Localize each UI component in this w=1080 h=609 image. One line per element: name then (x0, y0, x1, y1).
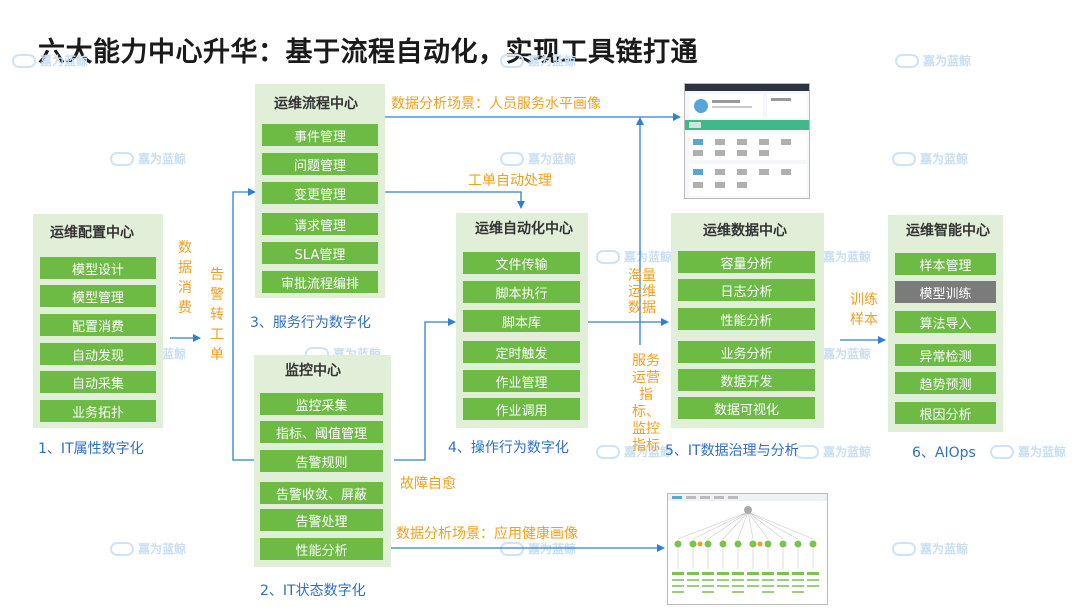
automation-item[interactable]: 文件传输 (463, 252, 580, 274)
monitor-center-title: 监控中心 (285, 363, 341, 379)
arrow-monitor-to-automation (394, 318, 456, 461)
automation-caption: 4、操作行为数字化 (448, 440, 569, 456)
process-item[interactable]: 事件管理 (262, 124, 378, 146)
data-item[interactable]: 日志分析 (678, 279, 815, 301)
ai-center-title: 运维智能中心 (906, 223, 990, 239)
user-portrait-thumbnail (684, 83, 810, 199)
cloud-icon (892, 541, 916, 556)
ai-item-selected[interactable]: 模型训练 (895, 281, 996, 303)
watermark: 嘉为蓝鲸 (12, 52, 88, 69)
cloud-icon (895, 53, 919, 68)
monitor-item[interactable]: 性能分析 (260, 538, 383, 560)
cloud-icon (596, 249, 620, 264)
ai-item[interactable]: 根因分析 (895, 402, 996, 424)
watermark: 嘉为蓝鲸 (596, 248, 672, 265)
data-caption: 5、IT数据治理与分析 (665, 443, 799, 459)
watermark: 嘉为蓝鲸 (110, 150, 186, 167)
monitor-item[interactable]: 告警收敛、屏蔽 (260, 482, 383, 504)
watermark: 嘉为蓝鲸 (596, 443, 672, 460)
process-item[interactable]: 变更管理 (262, 182, 378, 204)
app-health-thumbnail (667, 493, 828, 605)
cloud-icon (12, 53, 36, 68)
ai-item[interactable]: 算法导入 (895, 311, 996, 333)
cloud-icon (110, 541, 134, 556)
data-item[interactable]: 数据可视化 (678, 397, 815, 419)
ai-item[interactable]: 趋势预测 (895, 372, 996, 394)
config-item[interactable]: 模型设计 (40, 257, 156, 279)
topology-thumbnail-image (668, 494, 827, 604)
monitor-item[interactable]: 告警处理 (260, 509, 383, 531)
monitor-item[interactable]: 告警规则 (260, 450, 383, 472)
automation-item[interactable]: 作业调用 (463, 398, 580, 420)
page-title: 六大能力中心升华：基于流程自动化，实现工具链打通 (38, 37, 698, 68)
automation-item[interactable]: 脚本库 (463, 310, 580, 332)
ticket-auto-label: 工单自动处理 (468, 173, 552, 189)
process-item[interactable]: 请求管理 (262, 213, 378, 235)
cloud-icon (110, 151, 134, 166)
data-item[interactable]: 业务分析 (678, 341, 815, 363)
watermark: 嘉为蓝鲸 (892, 150, 968, 167)
config-item[interactable]: 自动采集 (40, 371, 156, 393)
config-center-title: 运维配置中心 (50, 225, 134, 241)
fault-self-heal-label: 故障自愈 (400, 476, 456, 492)
watermark: 嘉为蓝鲸 (110, 540, 186, 557)
watermark: 嘉为蓝鲸 (892, 540, 968, 557)
alarm-to-ticket-label: 告警转工单 (210, 267, 224, 363)
cloud-icon (500, 151, 524, 166)
watermark: 嘉为蓝鲸 (990, 443, 1066, 460)
config-item[interactable]: 业务拓扑 (40, 400, 156, 422)
watermark: 嘉为蓝鲸 (500, 150, 576, 167)
config-caption: 1、IT属性数字化 (38, 441, 144, 457)
process-caption: 3、服务行为数字化 (250, 315, 371, 331)
service-metrics-label: 服务 运营 指标、 监控 指标 (632, 353, 660, 454)
data-center-title: 运维数据中心 (703, 223, 787, 239)
arrow-process-to-automation (384, 191, 525, 209)
process-item[interactable]: 问题管理 (262, 153, 378, 175)
process-center-title: 运维流程中心 (274, 96, 358, 112)
app-health-scene-label: 数据分析场景：应用健康画像 (396, 526, 578, 542)
config-item[interactable]: 自动发现 (40, 343, 156, 365)
monitor-caption: 2、IT状态数字化 (260, 583, 366, 599)
monitor-item[interactable]: 监控采集 (260, 393, 383, 415)
ai-item[interactable]: 异常检测 (895, 344, 996, 366)
cloud-icon (990, 444, 1014, 459)
process-item[interactable]: 审批流程编排 (262, 271, 378, 293)
train-samples-label: 训练样本 (850, 292, 878, 328)
data-item[interactable]: 容量分析 (678, 251, 815, 273)
watermark: 嘉为蓝鲸 (795, 443, 871, 460)
data-item[interactable]: 性能分析 (678, 308, 815, 330)
arrow-alarm-to-process (232, 188, 262, 461)
process-item[interactable]: SLA管理 (262, 242, 378, 264)
config-item[interactable]: 模型管理 (40, 285, 156, 307)
user-portrait-scene-label: 数据分析场景：人员服务水平画像 (391, 96, 601, 112)
cloud-icon (795, 444, 819, 459)
cloud-icon (500, 53, 524, 68)
watermark: 嘉为蓝鲸 (895, 52, 971, 69)
config-item[interactable]: 配置消费 (40, 314, 156, 336)
monitor-item[interactable]: 指标、阈值管理 (260, 421, 383, 443)
automation-item[interactable]: 定时触发 (463, 341, 580, 363)
automation-center-title: 运维自动化中心 (475, 221, 573, 237)
cloud-icon (596, 444, 620, 459)
automation-item[interactable]: 作业管理 (463, 370, 580, 392)
watermark: 嘉为蓝鲸 (500, 52, 576, 69)
dashboard-thumbnail-image (685, 84, 809, 198)
data-item[interactable]: 数据开发 (678, 369, 815, 391)
ai-caption: 6、AIOps (912, 445, 976, 461)
cloud-icon (892, 151, 916, 166)
ai-item[interactable]: 样本管理 (895, 253, 996, 275)
data-consume-label: 数据消费 (178, 240, 192, 316)
mass-ops-data-label: 海量 运维 数据 (628, 268, 656, 316)
automation-item[interactable]: 脚本执行 (463, 281, 580, 303)
